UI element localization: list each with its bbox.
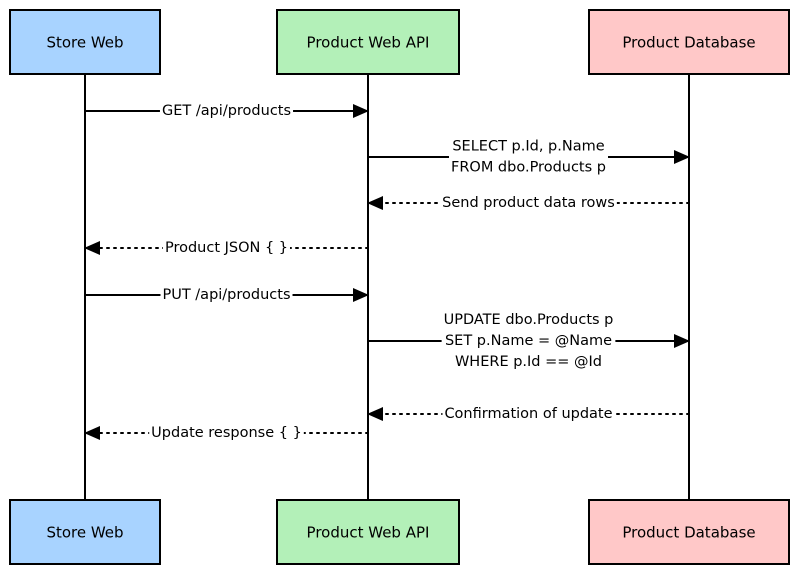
participant-label: Product Database — [622, 524, 755, 542]
participant-label: Store Web — [46, 34, 123, 52]
participant-box — [9, 499, 161, 565]
participant-api-bottom: Product Web API — [276, 499, 460, 565]
participant-box — [276, 499, 460, 565]
message-label: PUT /api/products — [162, 287, 290, 303]
message-6: UPDATE dbo.Products p SET p.Name = @NameW… — [368, 312, 690, 370]
participant-box — [588, 9, 790, 75]
message-3: Send product data rows — [367, 195, 690, 211]
message-label: Product JSON { } — [165, 240, 288, 256]
message-label: UPDATE dbo.Products p — [444, 312, 614, 328]
participant-db-top: Product Database — [588, 9, 790, 75]
participant-label: Product Web API — [307, 34, 430, 52]
message-1: GET /api/products — [85, 103, 369, 119]
message-label: FROM dbo.Products p — [451, 160, 606, 176]
message-label: SET p.Name = @Name — [445, 333, 612, 349]
participant-box — [276, 9, 460, 75]
message-4: Product JSON { } — [84, 240, 369, 256]
message-label-background — [160, 287, 293, 303]
message-label-background — [442, 406, 615, 422]
participant-store-bottom: Store Web — [9, 499, 161, 565]
message-8: Update response { } — [84, 425, 369, 441]
participant-db-bottom: Product Database — [588, 499, 790, 565]
message-label: SELECT p.Id, p.Name — [452, 139, 604, 155]
message-label: GET /api/products — [162, 103, 291, 119]
message-label-background — [448, 138, 609, 176]
participant-api-top: Product Web API — [276, 9, 460, 75]
message-label-background — [162, 240, 291, 256]
message-label-background — [440, 195, 617, 211]
participant-box — [588, 499, 790, 565]
message-label: Send product data rows — [442, 195, 615, 211]
message-label: Update response { } — [151, 425, 302, 441]
message-5: PUT /api/products — [85, 287, 369, 303]
participant-box — [9, 9, 161, 75]
message-label-background — [159, 103, 294, 119]
message-label-background — [149, 425, 304, 441]
message-label: Confirmation of update — [444, 406, 612, 422]
participant-label: Product Database — [622, 34, 755, 52]
participant-store-top: Store Web — [9, 9, 161, 75]
participant-label: Store Web — [46, 524, 123, 542]
participant-label: Product Web API — [307, 524, 430, 542]
message-7: Confirmation of update — [367, 406, 690, 422]
message-label: WHERE p.Id == @Id — [455, 354, 602, 370]
message-label-background — [441, 312, 616, 370]
